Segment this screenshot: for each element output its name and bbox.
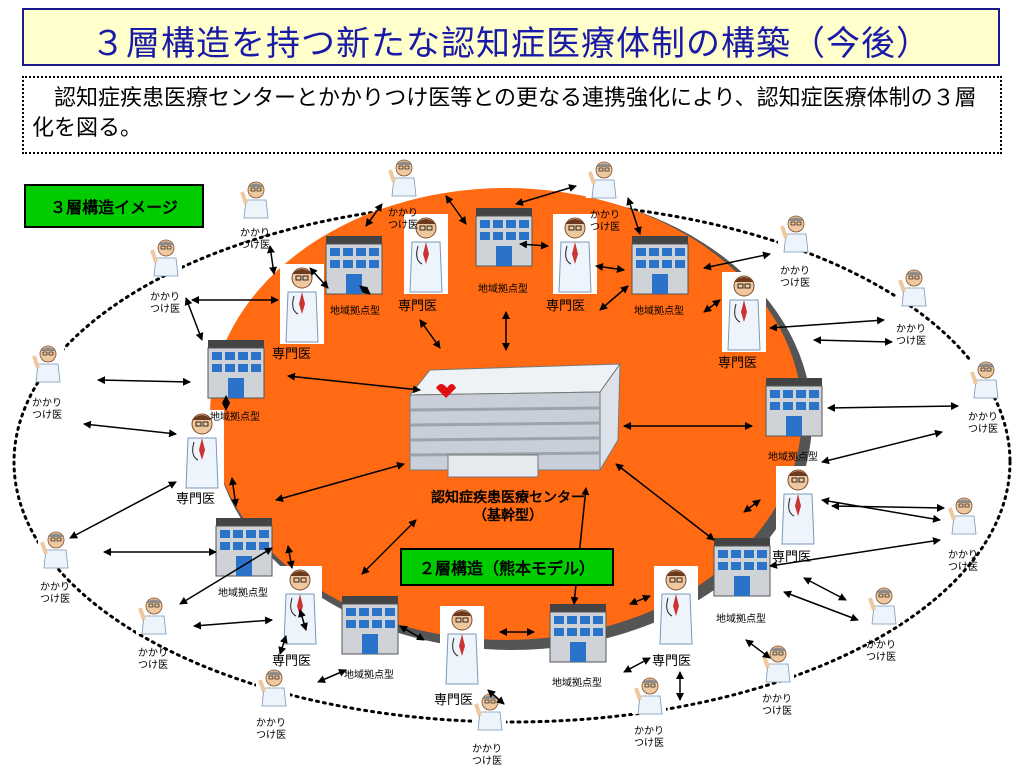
building-9 <box>549 603 607 663</box>
specialist-9 <box>439 605 485 687</box>
regional-base-label-7: 地域拠点型 <box>716 614 766 625</box>
gp-2 <box>384 156 422 198</box>
specialist-label-6: 専門医 <box>772 550 812 565</box>
summary-text: 認知症疾患医療センターとかかりつけ医等との更なる連携強化により、認知症医療体制の… <box>32 86 977 141</box>
building-1 <box>325 235 383 295</box>
gp-6 <box>894 266 932 308</box>
gp-label-12: かかりつけ医 <box>866 640 896 663</box>
gp-3 <box>584 158 622 200</box>
specialist-8 <box>653 565 699 647</box>
gp-label-3: かかりつけ医 <box>590 210 620 233</box>
regional-base-label-1: 地域拠点型 <box>330 306 380 317</box>
gp-label-13: かかりつけ医 <box>256 718 286 741</box>
building-6 <box>215 517 273 577</box>
gp-label-16: かかりつけ医 <box>634 726 664 749</box>
specialist-7 <box>277 565 323 647</box>
gp-10 <box>944 494 982 536</box>
specialist-label-4: 専門医 <box>718 356 758 371</box>
gp-label-4: かかりつけ医 <box>780 266 810 289</box>
title-box: ３層構造を持つ新たな認知症医療体制の構築（今後） <box>22 8 1000 66</box>
specialist-label-3: 専門医 <box>272 347 312 362</box>
specialist-label-9: 専門医 <box>434 693 474 708</box>
gp-label-5: かかりつけ医 <box>150 292 180 315</box>
center-building <box>408 362 621 478</box>
gp-16 <box>630 674 668 716</box>
gp-8 <box>966 358 1004 400</box>
gp-label-7: かかりつけ医 <box>32 398 62 421</box>
gp-12 <box>864 584 902 626</box>
gp-label-15: かかりつけ医 <box>472 744 502 767</box>
gp-14 <box>758 642 796 684</box>
building-8 <box>341 595 399 655</box>
gp-13 <box>254 666 292 708</box>
specialist-label-5: 専門医 <box>176 492 216 507</box>
gp-7 <box>28 342 66 384</box>
regional-base-label-5: 地域拠点型 <box>768 452 818 463</box>
gp-5 <box>146 236 184 278</box>
gp-1 <box>236 178 274 220</box>
regional-base-label-2: 地域拠点型 <box>478 284 528 295</box>
gp-label-14: かかりつけ医 <box>762 694 792 717</box>
connection-arrows <box>69 184 959 705</box>
page-title: ３層構造を持つ新たな認知症医療体制の構築（今後） <box>91 24 931 64</box>
specialist-label-8: 専門医 <box>652 654 692 669</box>
regional-base-label-3: 地域拠点型 <box>634 306 684 317</box>
gp-label-11: かかりつけ医 <box>138 648 168 671</box>
gp-label-10: かかりつけ医 <box>948 550 978 573</box>
two-layer-model-label: ２層構造（熊本モデル） <box>400 548 614 586</box>
specialist-label-7: 専門医 <box>272 654 312 669</box>
gp-11 <box>134 594 172 636</box>
regional-base-label-9: 地域拠点型 <box>552 678 602 689</box>
building-4 <box>207 339 265 399</box>
gp-15 <box>470 690 508 732</box>
specialist-label-1: 専門医 <box>398 299 438 314</box>
gp-4 <box>776 212 814 254</box>
regional-base-label-4: 地域拠点型 <box>210 412 260 423</box>
gp-label-9: かかりつけ医 <box>40 582 70 605</box>
specialist-label-2: 専門医 <box>546 299 586 314</box>
gp-label-1: かかりつけ医 <box>240 228 270 251</box>
gp-9 <box>36 528 74 570</box>
specialist-4 <box>721 271 767 353</box>
building-7 <box>713 537 771 597</box>
center-type: （基幹型） <box>473 508 543 524</box>
building-2 <box>475 207 533 267</box>
regional-base-label-6: 地域拠点型 <box>218 588 268 599</box>
gp-label-2: かかりつけ医 <box>388 208 418 231</box>
building-3 <box>631 235 689 295</box>
gp-label-8: かかりつけ医 <box>968 412 998 435</box>
summary-box: 認知症疾患医療センターとかかりつけ医等との更なる連携強化により、認知症医療体制の… <box>22 76 1002 154</box>
three-layer-image-label: ３層構造イメージ <box>24 184 204 228</box>
center-name: 認知症疾患医療センター <box>431 490 585 506</box>
building-5 <box>765 377 823 437</box>
specialist-6 <box>775 465 821 547</box>
gp-label-6: かかりつけ医 <box>896 324 926 347</box>
regional-base-label-8: 地域拠点型 <box>344 670 394 681</box>
